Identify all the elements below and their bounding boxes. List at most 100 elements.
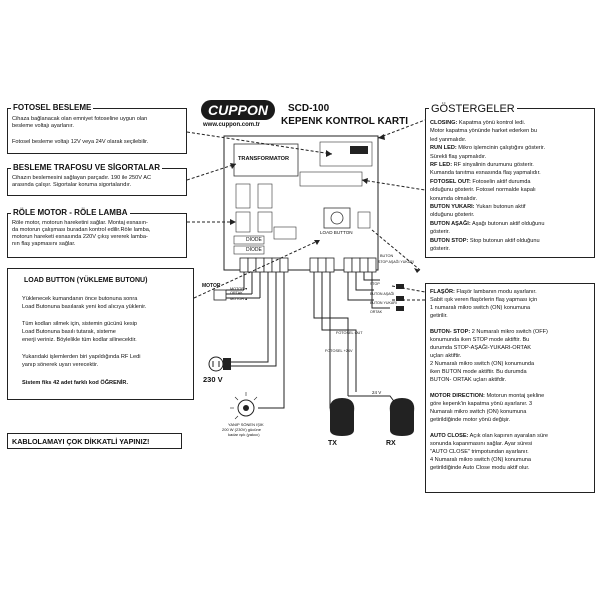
gostergeler-value: led yanmalıdır. — [430, 136, 467, 143]
flasor-p3-line: MOTOR DIRECTION: Motorun montaj şekline — [430, 393, 544, 400]
tx-label: TX — [328, 440, 337, 447]
flasor-p2-line: uçları aktiftir. — [430, 353, 461, 360]
gostergeler-line: RUN LED: Mikro işlemcinin çalıştığını gö… — [430, 145, 545, 152]
rx-label: RX — [386, 440, 396, 447]
motor-symbol — [213, 289, 227, 301]
flasor-p3-line: Numaralı mikro switch (ON) konumuna — [430, 409, 526, 416]
motor-wires — [226, 272, 285, 409]
flasor-p4-value: sonunda kapanmasını sağlar. Ayar süresi — [430, 441, 533, 447]
gostergeler-value: konumda olmalıdır. — [430, 195, 478, 202]
gostergeler-line: led yanmalıdır. — [430, 137, 466, 144]
dip-switch — [350, 146, 368, 154]
fotosel-text-3: Fotosel besleme voltajı 12V veya 24V ola… — [12, 139, 149, 145]
gostergeler-line: BUTON AŞAĞI: Aşağı butonun aktif olduğun… — [430, 221, 544, 228]
warning-box — [7, 433, 182, 449]
gostergeler-line: konumda olmalıdır. — [430, 196, 477, 203]
flasor-p2-value: konumunda iken STOP mode aktiftir. Bu — [430, 337, 530, 343]
gostergeler-value: Mikro işlemcinin çalıştığını gösterir. — [456, 145, 546, 152]
flasor-p2-line: 2 Numaralı mikro switch (ON) konumunda — [430, 361, 534, 368]
flasor-p3-value: göre kepenk'in kapatma yönü ayarlanır. 3 — [430, 401, 533, 407]
gostergeler-line: FOTOSEL OUT: Fotoselin aktif durumda — [430, 179, 531, 186]
motor-label-1: MOTOR ▾ — [230, 287, 248, 291]
buton-label: BUTON — [380, 254, 394, 258]
flasor-p2-value: 2 Numaralı mikro switch (ON) konumunda — [430, 361, 535, 367]
diode-label-2: DİODE — [246, 247, 262, 253]
fotosel-box — [7, 108, 187, 154]
gostergeler-value: gösterir. — [430, 246, 450, 252]
terminal-left — [239, 257, 289, 273]
flasor-p1-line: FLAŞÖR: Flaşör lambanın modu ayarlanır. — [430, 289, 537, 296]
gostergeler-key: CLOSING: — [430, 120, 458, 126]
gostergeler-title: GÖSTERGELER — [429, 103, 517, 115]
flasor-p4-line: AUTO CLOSE: Açık olan kapının ayaralan s… — [430, 433, 548, 440]
flasor-p1-line: Sabit ışık veren flaşörlerin flaş yapmas… — [430, 297, 537, 304]
v24-label: 24 V — [372, 390, 382, 395]
besleme-title: BESLEME TRAFOSU VE SİGORTALAR — [11, 163, 162, 172]
gostergeler-key: BUTON YUKARI: — [430, 204, 475, 210]
flasor-p1-value: getirilir. — [430, 313, 448, 319]
flasor-p1-value: 1 numaralı mikro switch (ON) konumuna — [430, 305, 531, 311]
gostergeler-value: olduğunu gösterir. — [430, 212, 475, 219]
flasor-p1-value: Flaşör lambanın modu ayarlanır. — [454, 289, 537, 295]
flasor-p1-value: Sabit ışık veren flaşörlerin flaş yapmas… — [430, 297, 538, 303]
fotosel-text-2: besleme voltajı ayarlanır. — [12, 123, 74, 129]
lamp-caption-1: YANIP SÖNEN IŞIK — [228, 422, 264, 427]
stop-small-label: STOP — [370, 282, 380, 286]
flasor-p4-value: 4 Numaralı mikro switch (ON) konumuna — [430, 457, 532, 463]
relay-1 — [235, 211, 251, 233]
flasor-p3-value: Numaralı mikro switch (ON) konumuna — [430, 409, 527, 415]
role-title: RÖLE MOTOR - RÖLE LAMBA — [11, 208, 130, 217]
gostergeler-value: olduğunu gösterir. Fotosel normalde kapa… — [430, 187, 536, 194]
flasor-p2-line: konumunda iken STOP mode aktiftir. Bu — [430, 337, 529, 344]
flasor-p3-value: Motorun montaj şekline — [484, 393, 545, 399]
flasor-p2-key: BUTON- STOP: — [430, 329, 471, 335]
motor-text: MOTOR — [202, 283, 221, 289]
role-text-2: da motorun çalışması buradan kontrol edi… — [12, 227, 151, 233]
fotosel-title: FOTOSEL BESLEME — [11, 103, 94, 112]
load-box — [7, 268, 194, 400]
role-text-3: motorun hareketi esnasında 220V çıkış ve… — [12, 234, 148, 240]
product-name: KEPENK KONTROL KARTI — [281, 116, 409, 127]
load-p4: Sistem fiks 42 adet farklı kod ÖĞRENİR. — [22, 380, 129, 386]
leds — [299, 171, 363, 187]
gostergeler-value: Aşağı butonun aktif olduğunu — [470, 220, 545, 227]
flasor-p3-line: göre kepenk'in kapatma yönü ayarlanır. 3 — [430, 401, 532, 408]
flasor-p1-key: FLAŞÖR: — [430, 289, 455, 295]
fotosel-24v-label: FOTOSEL +24V — [325, 349, 353, 353]
gostergeler-line: BUTON YUKARI: Yukarı butonun aktif — [430, 204, 525, 211]
tx-photocell — [329, 398, 355, 436]
gostergeler-line: Sürekli flaş yapmalıdır. — [430, 154, 486, 161]
transformator-block — [233, 143, 299, 177]
flasor-box — [425, 283, 595, 493]
flasor-p2-line: BUTON- STOP: 2 Numaralı mikro switch (OF… — [430, 329, 548, 336]
gostergeler-line: BUTON STOP: Stop butonun aktif olduğunu — [430, 238, 540, 245]
gostergeler-line: olduğunu gösterir. — [430, 212, 474, 219]
fuse-2 — [257, 183, 273, 209]
flasor-p1-line: 1 numaralı mikro switch (ON) konumuna — [430, 305, 530, 312]
v230-label: 230 V — [203, 375, 223, 384]
warning-text: KABLOLAMAYI ÇOK DİKKATLİ YAPINIZ! — [12, 437, 150, 446]
lamp-caption-3: kadar ışık (yakıcı) — [228, 432, 260, 437]
flasor-p4-value: "AUTO CLOSE" trimpotundan ayarlanır. — [430, 449, 529, 455]
gostergeler-value: Kumanda tanıtma esnasında flaş yapmalıdı… — [430, 170, 541, 177]
gostergeler-value: Fotoselin aktif durumda — [470, 178, 531, 185]
flasor-p2-line: iken BUTON mode aktiftir. Bu durumda — [430, 369, 527, 376]
load-p2-3: enerji veriniz. Böylelikle tüm kodlar si… — [22, 337, 137, 343]
gostergeler-line: Kumanda tanıtma esnasında flaş yapmalıdı… — [430, 170, 541, 177]
gostergeler-key: BUTON STOP: — [430, 237, 469, 244]
flasor-p4-line: sonunda kapanmasını sağlar. Ayar süresi — [430, 441, 532, 448]
fuse-block — [273, 226, 297, 240]
role-text-1: Röle motor, motorun hareketini sağlar. M… — [12, 220, 148, 226]
fotosel-out-label: FOTOSEL OUT — [336, 331, 363, 335]
fotosel-text-1: Cihaza bağlanacak olan emniyet fotoselin… — [12, 116, 148, 122]
gostergeler-line: RF LED: RF sinyalinin durumunu gösterir. — [430, 162, 534, 169]
gostergeler-key: RUN LED: — [430, 145, 457, 152]
motor-label-3: MOTOR ▴ — [230, 297, 248, 301]
flasor-p2-value: 2 Numaralı mikro switch (OFF) — [470, 329, 548, 335]
buton-asagi-label: BUTON AŞAĞI — [370, 292, 395, 296]
besleme-text-1: Cihazın beslemesini sağlayan parçadır. 1… — [12, 175, 151, 181]
flasor-p4-value: Açık olan kapının ayaralan süre — [468, 433, 549, 439]
gostergeler-key: BUTON AŞAĞI: — [430, 220, 471, 227]
load-button-label: LOAD BUTTON — [320, 230, 353, 235]
